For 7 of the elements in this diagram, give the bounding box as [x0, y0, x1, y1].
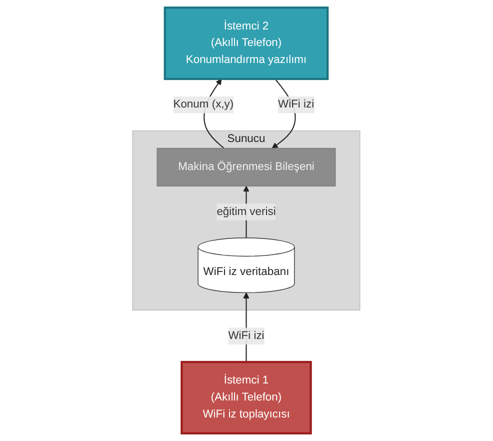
node-box: Makina Öğrenmesi Bileşeni [157, 148, 336, 186]
edge-label: WiFi izi [278, 98, 314, 111]
edge-label: eğitim verisi [216, 206, 276, 218]
edge-label: WiFi izi [228, 330, 265, 342]
node-box: İstemci 1 (Akıllı Telefon) WiFi iz toplayıcısı [180, 360, 312, 434]
node-box: İstemci 2 (Akıllı Telefon) Konumlandırma yazılımı [164, 6, 329, 80]
edge-label: Konum (x,y) [173, 98, 234, 111]
